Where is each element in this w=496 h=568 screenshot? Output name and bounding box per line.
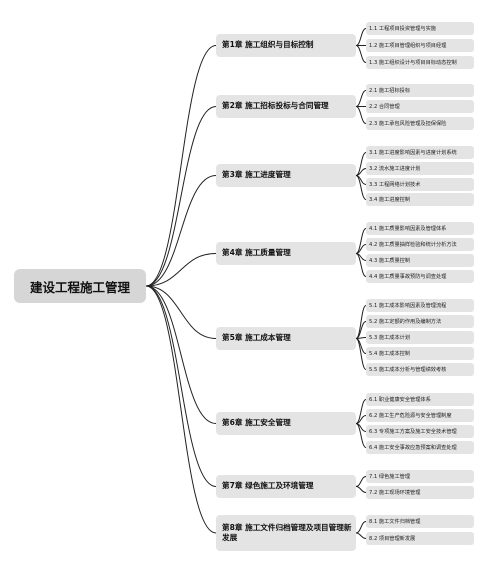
section-node-8-2: 8.2 项目管理新发展 xyxy=(366,532,474,545)
section-node-6-3: 6.3 专项施工方案及施工安全技术管理 xyxy=(366,425,474,438)
section-node-3-3: 3.3 工程网络计划技术 xyxy=(366,178,474,191)
chapter-node-7: 第7章 绿色施工及环境管理 xyxy=(216,475,356,498)
connector-root-chapter-6 xyxy=(145,285,217,424)
connector-root-chapter-1 xyxy=(145,45,217,287)
section-node-3-4: 3.4 施工进度控制 xyxy=(366,193,474,206)
chapter-node-2: 第2章 施工招标投标与合同管理 xyxy=(216,95,356,118)
section-node-6-4: 6.4 施工安全事故应急预案和调查处理 xyxy=(366,441,474,454)
connector-root-chapter-5 xyxy=(145,285,217,339)
connector-chapter-8-section-2 xyxy=(355,532,367,539)
chapter-node-8: 第8章 施工文件归档管理及项目管理新发展 xyxy=(216,515,356,551)
chapter-node-6: 第6章 施工安全管理 xyxy=(216,412,356,435)
section-node-1-2: 1.2 施工项目管理组织与项目经理 xyxy=(366,39,474,52)
section-node-3-2: 3.2 流水施工进度计划 xyxy=(366,162,474,175)
connector-chapter-8-section-1 xyxy=(355,521,367,534)
connector-chapter-4-section-4 xyxy=(355,253,367,277)
section-node-7-1: 7.1 绿色施工管理 xyxy=(366,470,474,483)
connector-root-chapter-2 xyxy=(145,106,217,287)
connector-chapter-5-section-5 xyxy=(355,338,367,370)
section-node-4-3: 4.3 施工质量控制 xyxy=(366,254,474,267)
section-node-5-4: 5.4 施工成本控制 xyxy=(366,347,474,360)
section-node-5-2: 5.2 施工定额的作用及编制方法 xyxy=(366,315,474,328)
section-node-4-2: 4.2 施工质量抽样检验和统计分析方法 xyxy=(366,238,474,251)
chapter-node-5: 第5章 施工成本管理 xyxy=(216,327,356,350)
section-node-5-5: 5.5 施工成本分析与管理绩效考核 xyxy=(366,363,474,376)
section-node-7-2: 7.2 施工现场环境管理 xyxy=(366,486,474,499)
connector-root-chapter-3 xyxy=(145,175,217,287)
connector-root-chapter-8 xyxy=(145,285,217,534)
section-node-6-2: 6.2 施工生产危险源与安全管理制度 xyxy=(366,409,474,422)
connector-chapter-7-section-2 xyxy=(355,486,367,493)
section-node-5-3: 5.3 施工成本计划 xyxy=(366,331,474,344)
section-node-2-2: 2.2 合同管理 xyxy=(366,100,474,113)
section-node-4-1: 4.1 施工质量影响因素及管理体系 xyxy=(366,222,474,235)
chapter-node-4: 第4章 施工质量管理 xyxy=(216,242,356,265)
connector-chapter-1-section-1 xyxy=(355,28,367,46)
connector-chapter-2-section-1 xyxy=(355,90,367,107)
connector-chapter-1-section-3 xyxy=(355,45,367,63)
connector-chapter-3-section-4 xyxy=(355,175,367,200)
section-node-2-1: 2.1 施工招标投标 xyxy=(366,84,474,97)
connector-root-chapter-4 xyxy=(145,253,217,287)
section-node-5-1: 5.1 施工成本影响因素及管理流程 xyxy=(366,299,474,312)
section-node-2-3: 2.3 施工承包风险管理及担保保险 xyxy=(366,117,474,130)
section-node-4-4: 4.4 施工质量事故预防与调查处理 xyxy=(366,270,474,283)
section-node-1-1: 1.1 工程项目投资管理与实施 xyxy=(366,22,474,35)
section-node-6-1: 6.1 职业健康安全管理体系 xyxy=(366,393,474,406)
section-node-8-1: 8.1 施工文件归档管理 xyxy=(366,515,474,528)
chapter-node-3: 第3章 施工进度管理 xyxy=(216,164,356,187)
root-node: 建设工程施工管理 xyxy=(14,269,146,303)
connector-chapter-6-section-4 xyxy=(355,423,367,448)
chapter-node-1: 第1章 施工组织与目标控制 xyxy=(216,34,356,57)
connector-root-chapter-7 xyxy=(145,285,217,487)
section-node-1-3: 1.3 施工组织设计与项目目标动态控制 xyxy=(366,56,474,69)
connector-chapter-7-section-1 xyxy=(355,476,367,487)
connector-chapter-2-section-3 xyxy=(355,106,367,124)
section-node-3-1: 3.1 施工进度影响因素与进度计划系统 xyxy=(366,146,474,159)
